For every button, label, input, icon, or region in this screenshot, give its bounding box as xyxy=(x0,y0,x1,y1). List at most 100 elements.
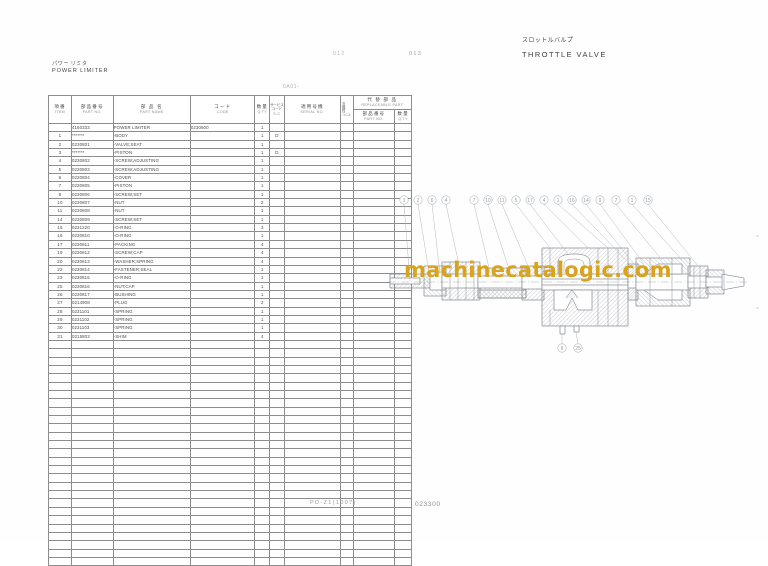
cell-part-no: ******* xyxy=(70,131,114,141)
cell-serial xyxy=(283,139,341,150)
cell-serial xyxy=(283,231,341,241)
catalog-page: パワー リミタ POWER LIMITER 012 013 スロットルバルブ゚ … xyxy=(48,38,759,566)
cell-qty: 1 xyxy=(254,231,271,241)
table-row-empty xyxy=(48,523,412,533)
footer-page-code: 023300 xyxy=(415,501,441,508)
cell-part-name: -BUSHING xyxy=(112,289,191,300)
cell-part-no: ******* xyxy=(70,148,114,158)
table-row-empty xyxy=(48,548,412,558)
table-row-empty xyxy=(48,473,412,483)
cell-serial xyxy=(283,281,341,291)
cell-serial xyxy=(283,148,341,158)
cell-serial xyxy=(283,239,341,250)
cell-part-no: 0230802 xyxy=(70,156,114,166)
cell-part-name: -NUT xyxy=(112,198,191,208)
callout-leader-line xyxy=(431,204,441,275)
callout-label: 11 xyxy=(499,198,504,204)
cell-iica xyxy=(340,281,354,291)
cell-serial xyxy=(283,306,341,316)
cell-part-name: POWER LIMITER xyxy=(112,122,191,133)
cell-serial xyxy=(283,173,341,183)
cell-iica xyxy=(340,223,354,233)
callout-balloon-top-6 xyxy=(497,195,507,205)
callout-balloon-top-3 xyxy=(441,195,451,205)
cell-part-name: -NUT xyxy=(112,206,191,216)
cell-part-no: 0230816 xyxy=(70,281,114,291)
cell-serial xyxy=(283,298,341,308)
cell-iica xyxy=(340,298,354,308)
table-row-empty xyxy=(48,506,412,517)
cell-serial xyxy=(283,131,341,141)
table-code-label: 0A01- xyxy=(283,84,300,90)
cell-code xyxy=(189,214,256,225)
cell-part-no: 0230810 xyxy=(70,231,114,241)
col-header-replaceable-part-no: 部品番号 PART NO. xyxy=(352,109,396,124)
cell-qty: 1 xyxy=(254,306,271,316)
cell-r-part-no xyxy=(352,139,396,150)
cell-iica xyxy=(340,131,354,141)
cell-r-part-no xyxy=(352,156,396,166)
cell-sc xyxy=(269,189,285,200)
cell-iica xyxy=(340,148,354,158)
callout-balloon-bottom-1 xyxy=(573,343,583,353)
callout-leader-line xyxy=(403,204,411,282)
table-row-empty xyxy=(48,440,412,450)
cell-code xyxy=(189,223,256,233)
callout-label: 16 xyxy=(569,198,575,204)
table-row-empty xyxy=(48,448,412,458)
cell-sc xyxy=(269,206,285,216)
cell-iica xyxy=(340,273,354,283)
callout-leader-line xyxy=(647,204,699,267)
table-row-empty xyxy=(48,364,412,375)
cell-part-no: 0230807 xyxy=(70,198,114,208)
table-row-empty xyxy=(48,398,412,408)
callout-label: 2 xyxy=(417,198,420,204)
table-row-empty xyxy=(48,406,412,417)
cell-item: 31 xyxy=(48,331,72,341)
page-number-left: 012 xyxy=(333,51,346,57)
cell-qty: 2 xyxy=(254,198,271,208)
cell-item: 30 xyxy=(48,323,72,333)
cell-sc xyxy=(269,289,285,300)
cell-qty: 3 xyxy=(254,223,271,233)
cell-part-name: -SCREW;CAP xyxy=(112,248,191,258)
cell-serial xyxy=(283,264,341,275)
callout-leader-line xyxy=(543,204,589,249)
col-header-replaceable-qty: 数量 Q'TY xyxy=(394,109,412,124)
table-row-empty xyxy=(48,339,412,350)
callout-balloon-top-14 xyxy=(611,195,621,205)
col-header-iica: 互換性 IICA xyxy=(340,95,354,124)
callout-balloon-top-5 xyxy=(483,195,493,205)
cell-part-name: -SCREW;SET xyxy=(112,189,191,200)
cell-sc xyxy=(269,173,285,183)
cell-code xyxy=(189,306,256,316)
table-row-empty xyxy=(48,556,412,566)
cell-part-name: -SCREW;ADJUSTING xyxy=(112,156,191,166)
callout-balloon-top-8 xyxy=(525,195,535,205)
table-row-empty xyxy=(48,348,412,358)
cell-part-name: -SCREW;ADJUSTING xyxy=(112,164,191,175)
col-header-item: 項番 ITEM xyxy=(48,95,72,124)
cell-part-no: 0230803 xyxy=(70,164,114,175)
cell-code xyxy=(189,323,256,333)
cell-code xyxy=(189,331,256,341)
cell-iica xyxy=(340,122,354,133)
callout-label: 7 xyxy=(615,198,618,204)
cell-iica xyxy=(340,198,354,208)
table-row-empty xyxy=(48,481,412,492)
cell-part-name: -SPRING xyxy=(112,306,191,316)
cell-iica xyxy=(340,164,354,175)
cell-item: 8 xyxy=(48,189,72,200)
cell-qty: 4 xyxy=(254,256,271,266)
cell-iica xyxy=(340,248,354,258)
cell-code xyxy=(189,173,256,183)
cell-iica xyxy=(340,173,354,183)
cell-qty: 1 xyxy=(254,139,271,150)
cell-item: 10 xyxy=(48,198,72,208)
callout-leader-line xyxy=(571,204,627,261)
